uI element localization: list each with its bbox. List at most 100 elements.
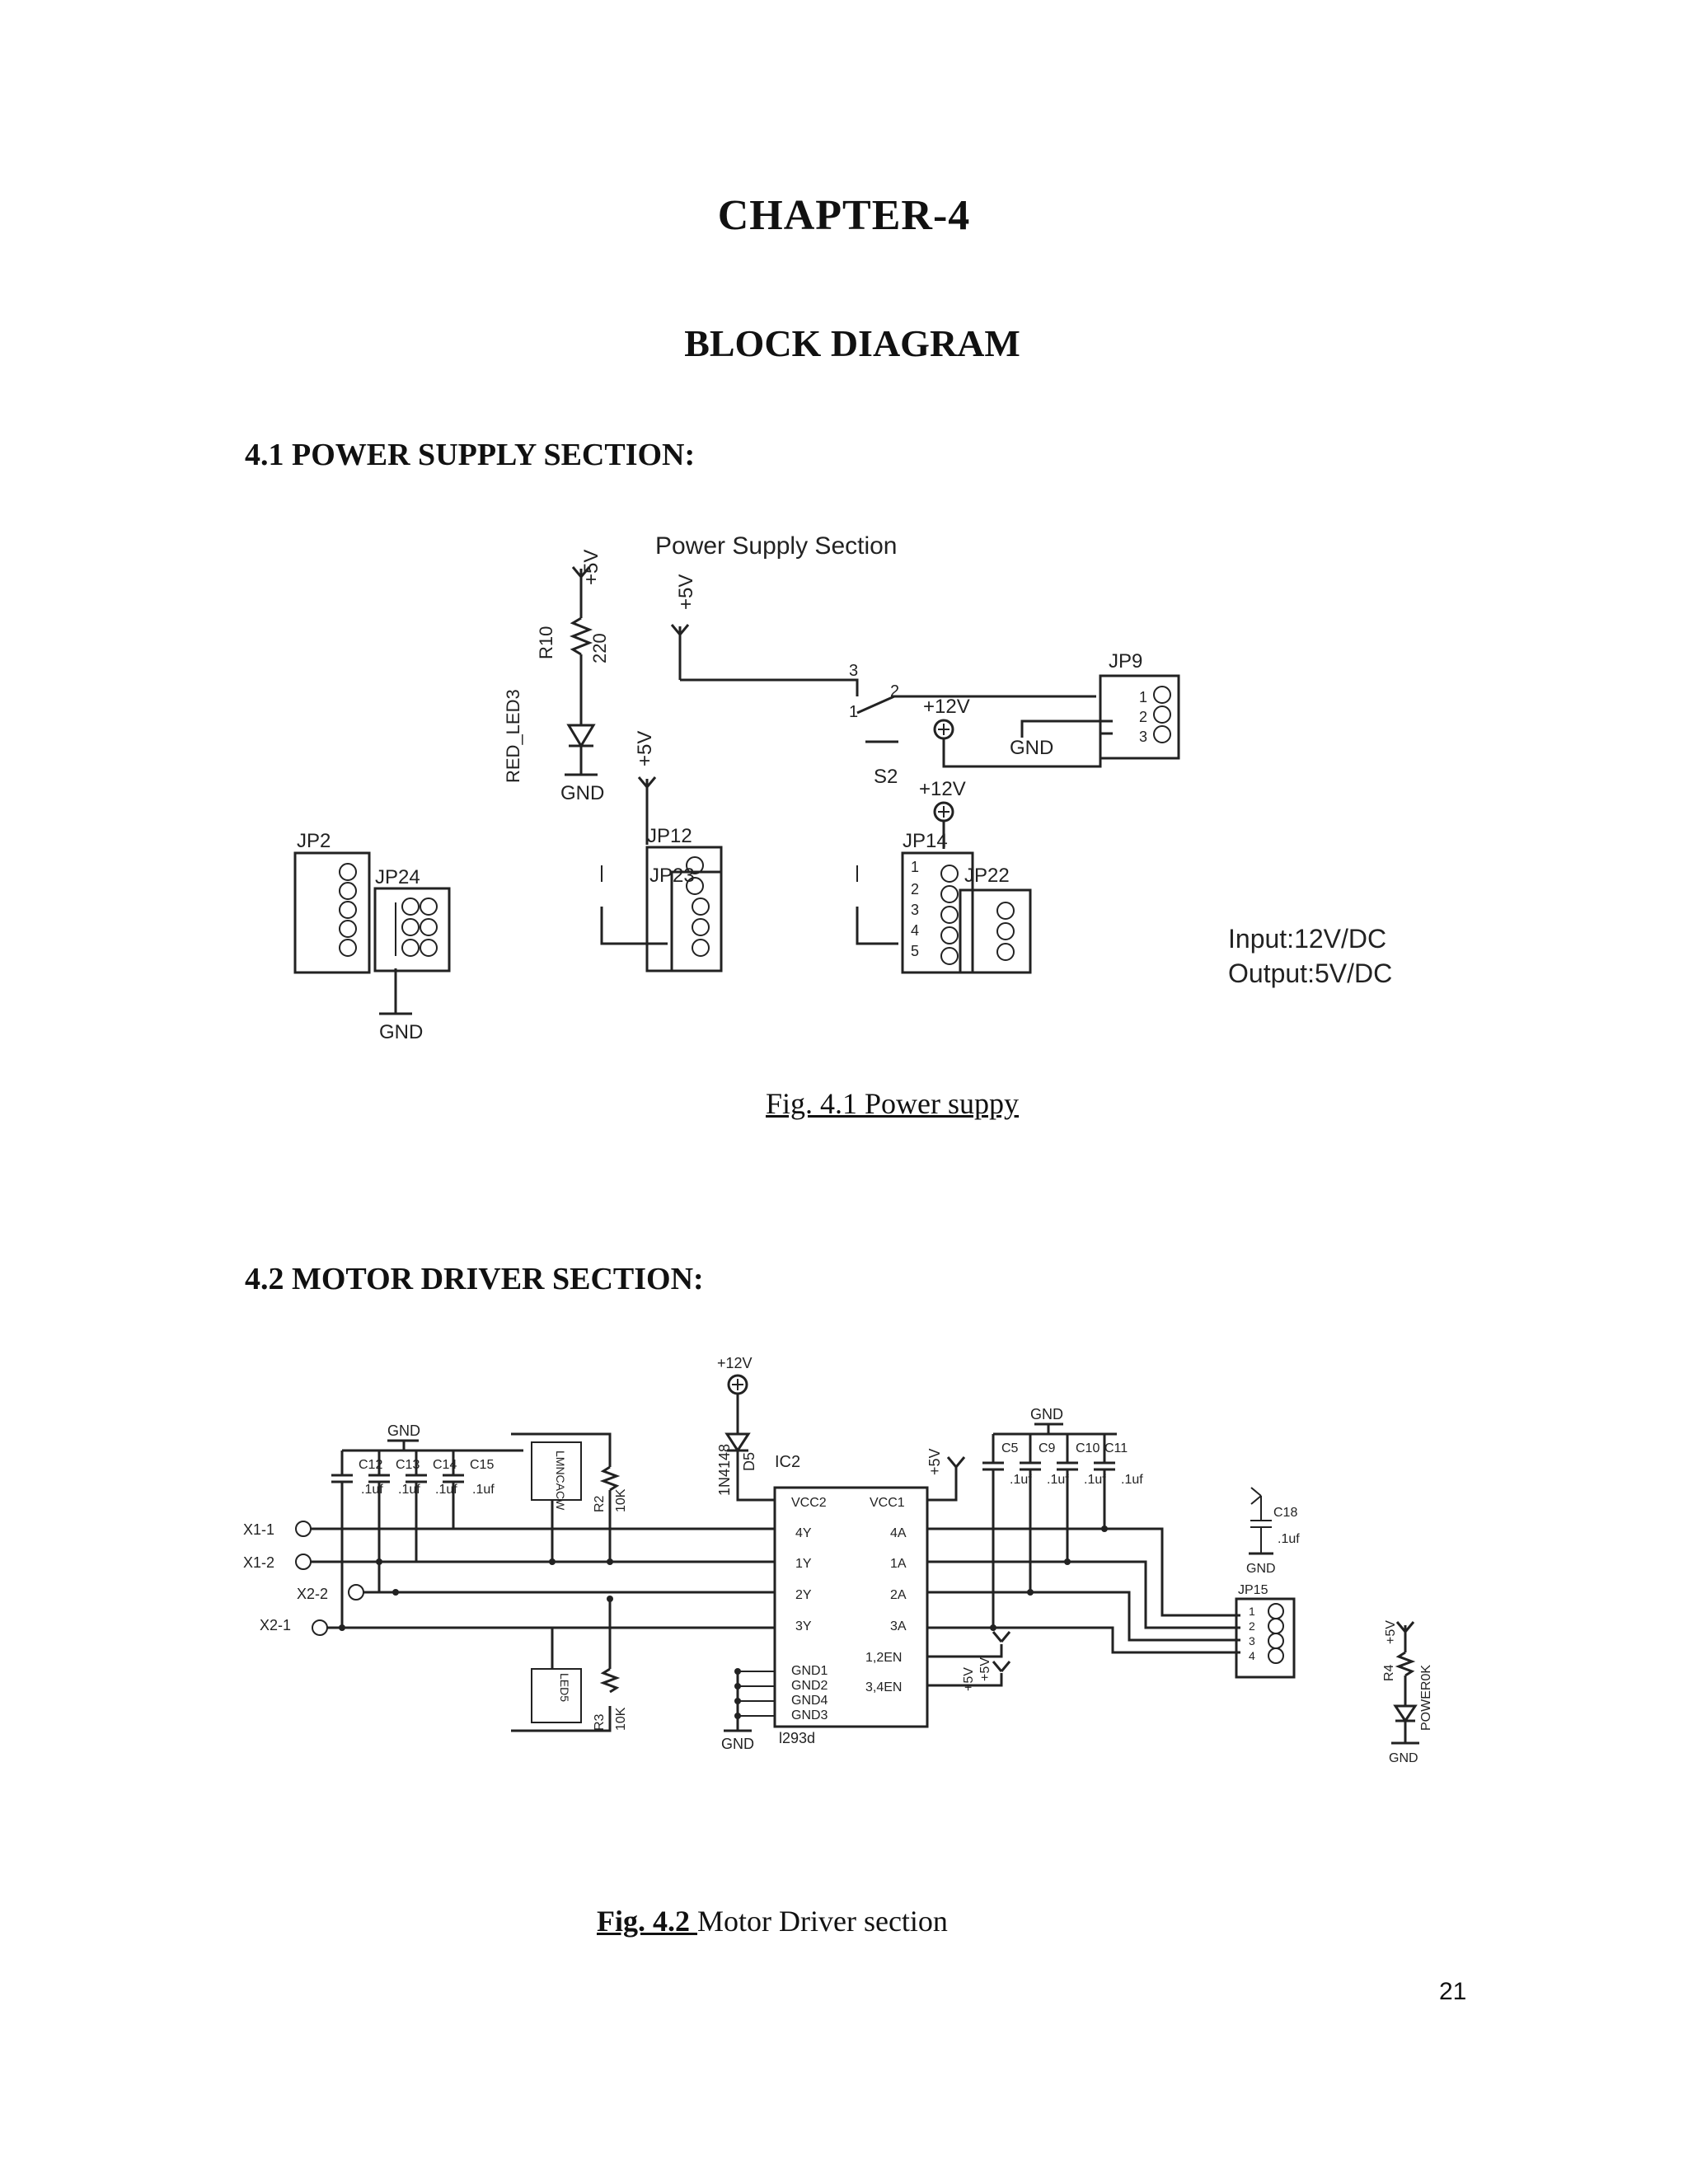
svg-text:3: 3 — [1249, 1634, 1255, 1647]
led-bottom — [531, 1668, 582, 1723]
svg-text:1A: 1A — [890, 1557, 907, 1571]
svg-text:1: 1 — [1139, 689, 1147, 705]
jp23-header — [670, 870, 723, 972]
r3-resistor — [599, 1667, 621, 1694]
svg-text:4A: 4A — [890, 1526, 907, 1540]
svg-text:JP15: JP15 — [1238, 1583, 1268, 1597]
svg-text:R3: R3 — [593, 1713, 607, 1731]
figure-4-2-number: Fig. 4.2 — [597, 1905, 697, 1938]
svg-text:.1uf: .1uf — [361, 1483, 383, 1497]
svg-text:R4: R4 — [1382, 1664, 1396, 1681]
svg-text:+5V: +5V — [978, 1657, 992, 1681]
svg-text:+5V: +5V — [634, 731, 656, 766]
figure-4-2-text: Motor Driver section — [697, 1905, 948, 1938]
svg-text:JP22: JP22 — [964, 865, 1010, 887]
svg-text:+12V: +12V — [717, 1355, 753, 1371]
svg-text:+5V: +5V — [962, 1667, 976, 1691]
svg-text:3: 3 — [911, 902, 919, 918]
svg-text:C10: C10 — [1076, 1441, 1100, 1455]
figure-4-2-caption: Fig. 4.2 Motor Driver section — [597, 1904, 948, 1938]
svg-text:4: 4 — [911, 922, 919, 939]
input-voltage: Input:12V/DC — [1228, 924, 1386, 954]
svg-text:R10: R10 — [536, 626, 556, 659]
svg-text:GND: GND — [721, 1736, 754, 1752]
svg-text:1,2EN: 1,2EN — [865, 1651, 902, 1665]
svg-text:C5: C5 — [1001, 1441, 1019, 1455]
svg-text:GND: GND — [387, 1422, 420, 1439]
svg-text:1: 1 — [849, 703, 858, 721]
svg-text:X1-2: X1-2 — [243, 1554, 274, 1571]
svg-text:X2-2: X2-2 — [297, 1586, 328, 1602]
svg-text:3: 3 — [849, 662, 858, 680]
svg-text:2: 2 — [911, 881, 919, 898]
svg-text:10K: 10K — [614, 1488, 628, 1512]
svg-text:+5V: +5V — [926, 1448, 943, 1475]
figure-4-1-caption: Fig. 4.1 Power suppy — [766, 1087, 1020, 1120]
svg-text:S2: S2 — [874, 766, 898, 788]
svg-text:3: 3 — [1139, 729, 1147, 745]
svg-text:GND: GND — [1246, 1562, 1276, 1576]
power-supply-figure-title: Power Supply Section — [655, 532, 898, 560]
svg-text:+5V: +5V — [1384, 1620, 1398, 1644]
jp24-header — [373, 887, 451, 972]
svg-text:LED5: LED5 — [558, 1673, 571, 1702]
svg-text:C11: C11 — [1104, 1441, 1128, 1455]
svg-text:GND: GND — [379, 1021, 423, 1043]
motor-driver-schematic: +12V 1N4148 D5 IC2 l293d VCC2 VCC1 4Y 4A… — [243, 1355, 1433, 1765]
svg-text:GND3: GND3 — [791, 1708, 828, 1722]
svg-text:.1uf: .1uf — [1047, 1473, 1069, 1487]
power-led — [1393, 1704, 1418, 1723]
svg-text:C9: C9 — [1039, 1441, 1056, 1455]
svg-text:.1uf: .1uf — [435, 1483, 457, 1497]
svg-text:X1-1: X1-1 — [243, 1521, 274, 1538]
svg-text:C18: C18 — [1273, 1506, 1297, 1520]
svg-text:LMNCACW: LMNCACW — [554, 1451, 567, 1511]
svg-text:10K: 10K — [614, 1707, 628, 1731]
svg-text:1: 1 — [1249, 1605, 1255, 1618]
svg-text:+12V: +12V — [919, 778, 966, 800]
svg-text:2: 2 — [890, 682, 899, 701]
svg-text:2Y: 2Y — [795, 1588, 812, 1602]
jp9-header — [1099, 674, 1180, 760]
svg-text:RED_LED3: RED_LED3 — [503, 689, 523, 783]
svg-text:GND2: GND2 — [791, 1679, 828, 1693]
power-supply-schematic: Power Supply Section +5V R10 220 RED_LED… — [293, 532, 1392, 1043]
r2-resistor — [599, 1465, 621, 1492]
svg-text:1N4148: 1N4148 — [716, 1444, 733, 1496]
svg-text:IC2: IC2 — [775, 1453, 800, 1471]
led-top — [531, 1441, 582, 1501]
svg-text:POWER0K: POWER0K — [1419, 1665, 1433, 1731]
svg-text:1: 1 — [911, 859, 919, 875]
svg-text:GND4: GND4 — [791, 1694, 828, 1708]
red-led-diode — [566, 724, 596, 748]
svg-text:l293d: l293d — [779, 1730, 815, 1746]
l293d-chip — [773, 1486, 929, 1728]
svg-text:C12: C12 — [359, 1458, 382, 1472]
jp14-header — [901, 851, 974, 974]
svg-text:JP12: JP12 — [647, 825, 692, 847]
svg-text:220: 220 — [589, 633, 610, 663]
output-voltage: Output:5V/DC — [1228, 958, 1392, 988]
svg-text:3Y: 3Y — [795, 1619, 812, 1633]
svg-text:D5: D5 — [741, 1452, 757, 1471]
svg-text:.1uf: .1uf — [1010, 1473, 1032, 1487]
svg-text:JP14: JP14 — [903, 830, 948, 852]
svg-text:2: 2 — [1249, 1619, 1255, 1633]
svg-text:+5V: +5V — [675, 574, 697, 610]
svg-text:.1uf: .1uf — [472, 1483, 495, 1497]
svg-text:+5V: +5V — [580, 550, 603, 585]
svg-text:4: 4 — [1249, 1649, 1255, 1662]
svg-text:GND1: GND1 — [791, 1664, 828, 1678]
s2-switch — [856, 695, 895, 715]
power-supply-heading: 4.1 POWER SUPPLY SECTION: — [245, 438, 696, 472]
svg-text:2A: 2A — [890, 1588, 907, 1602]
svg-text:C15: C15 — [470, 1458, 494, 1472]
r10-resistor — [569, 616, 593, 656]
r4-resistor — [1395, 1651, 1416, 1677]
jp2-header — [293, 851, 371, 974]
svg-text:+12V: +12V — [923, 696, 970, 718]
svg-text:GND: GND — [1030, 1406, 1063, 1422]
svg-text:1Y: 1Y — [795, 1557, 812, 1571]
svg-text:.1uf: .1uf — [1084, 1473, 1106, 1487]
svg-text:GND: GND — [560, 782, 604, 804]
